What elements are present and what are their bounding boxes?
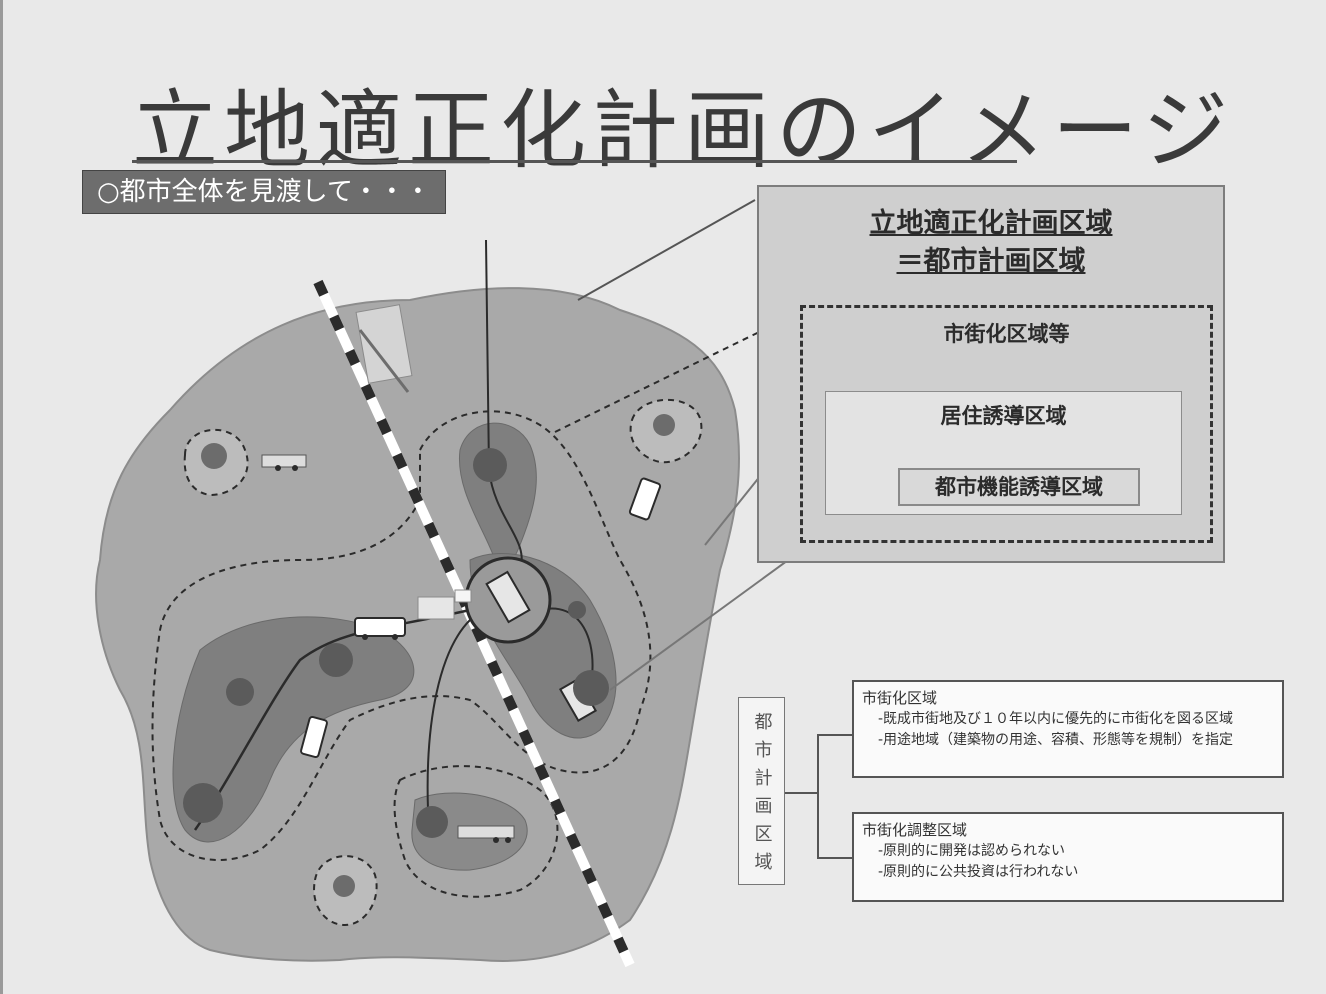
bus-icon-center bbox=[354, 617, 406, 640]
residential-induction-label: 居住誘導区域 bbox=[940, 404, 1067, 428]
railway-ties bbox=[313, 279, 635, 968]
central-station bbox=[485, 570, 531, 624]
control-area-definition-box: 市街化調整区域 -原則的に開発は認められない -原則的に公共投資は行われない bbox=[852, 812, 1284, 902]
control-area-definition-heading: 市街化調整区域 bbox=[862, 821, 968, 839]
planning-area-subtitle: ＝都市計画区域 bbox=[896, 246, 1086, 277]
hub-dot-west bbox=[319, 643, 353, 677]
leader-line-urbanization bbox=[554, 311, 801, 433]
village-ring-s bbox=[313, 855, 378, 927]
leader-line-planning bbox=[577, 199, 756, 301]
urbanization-definition-box: 市街化区域 -既成市街地及び１０年以内に優先的に市街化を図る区域 -用途地域（建… bbox=[852, 680, 1284, 778]
bus-icon-south bbox=[457, 825, 515, 843]
urbanization-definition-heading: 市街化区域 bbox=[862, 689, 938, 707]
village-ring-ne bbox=[629, 398, 703, 464]
urbanization-area-box bbox=[800, 305, 1213, 543]
bus-icon-east bbox=[628, 477, 662, 521]
urban-function-induction-box: 都市機能誘導区域 bbox=[898, 468, 1140, 506]
hub-dot-westfar bbox=[226, 678, 254, 706]
city-planning-area-shape bbox=[95, 287, 740, 962]
urbanization-boundary bbox=[151, 410, 652, 861]
control-area-definition-line-2: -原則的に公共投資は行われない bbox=[878, 864, 1079, 880]
road-south bbox=[426, 619, 471, 811]
hub-dot-north bbox=[473, 448, 507, 482]
hub-dot-east bbox=[573, 670, 609, 706]
hub-dot-southwest bbox=[183, 783, 223, 823]
hub-dot-south bbox=[416, 806, 448, 838]
control-area-definition-line-1: -原則的に開発は認められない bbox=[878, 843, 1066, 859]
city-planning-area-vertical-label: 都市計画区域 bbox=[738, 697, 785, 885]
planning-area-title: 立地適正化計画区域 bbox=[869, 208, 1113, 239]
urbanization-definition-line-2: -用途地域（建築物の用途、容積、形態等を規制）を指定 bbox=[878, 732, 1234, 748]
title-underline bbox=[132, 160, 1017, 163]
vertical-label-text: 都市計画区域 bbox=[751, 712, 773, 880]
village-ring-nw bbox=[183, 428, 249, 497]
residential-boundary bbox=[393, 765, 559, 898]
urbanization-definition-line-1: -既成市街地及び１０年以内に優先的に市街化を図る区域 bbox=[878, 711, 1234, 727]
hub-dot-center-east bbox=[568, 601, 586, 619]
bus-icon-west bbox=[300, 715, 328, 759]
station-buildings-north bbox=[355, 304, 413, 393]
legend-bracket bbox=[785, 734, 852, 859]
subtitle-banner: ○都市全体を見渡して・・・ bbox=[82, 170, 446, 214]
page-title: 立地適正化計画のイメージ bbox=[132, 81, 1235, 181]
bus-icon-nw bbox=[261, 454, 307, 471]
urbanization-area-label: 市街化区域等 bbox=[943, 322, 1070, 346]
buildings-center-left bbox=[417, 589, 472, 620]
